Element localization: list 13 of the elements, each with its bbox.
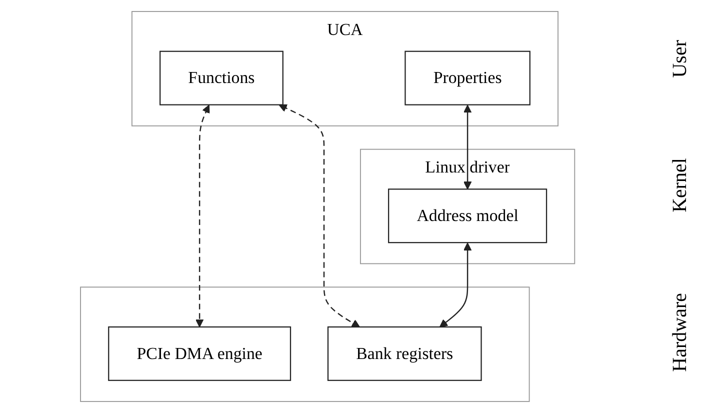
layer-label: Kernel [668, 158, 692, 213]
node-box: Bank registers [327, 326, 482, 380]
cluster [80, 286, 530, 402]
arrow [195, 104, 210, 327]
node-box: Functions [159, 50, 284, 105]
layer-label: User [668, 40, 692, 78]
node-box: Address model [388, 188, 547, 243]
arrow [278, 104, 360, 327]
layer-label: Hardware [668, 292, 692, 372]
node-box: PCIe DMA engine [108, 326, 291, 380]
arrow [463, 104, 472, 190]
node-box: Properties [404, 50, 530, 105]
arrow [439, 242, 472, 327]
